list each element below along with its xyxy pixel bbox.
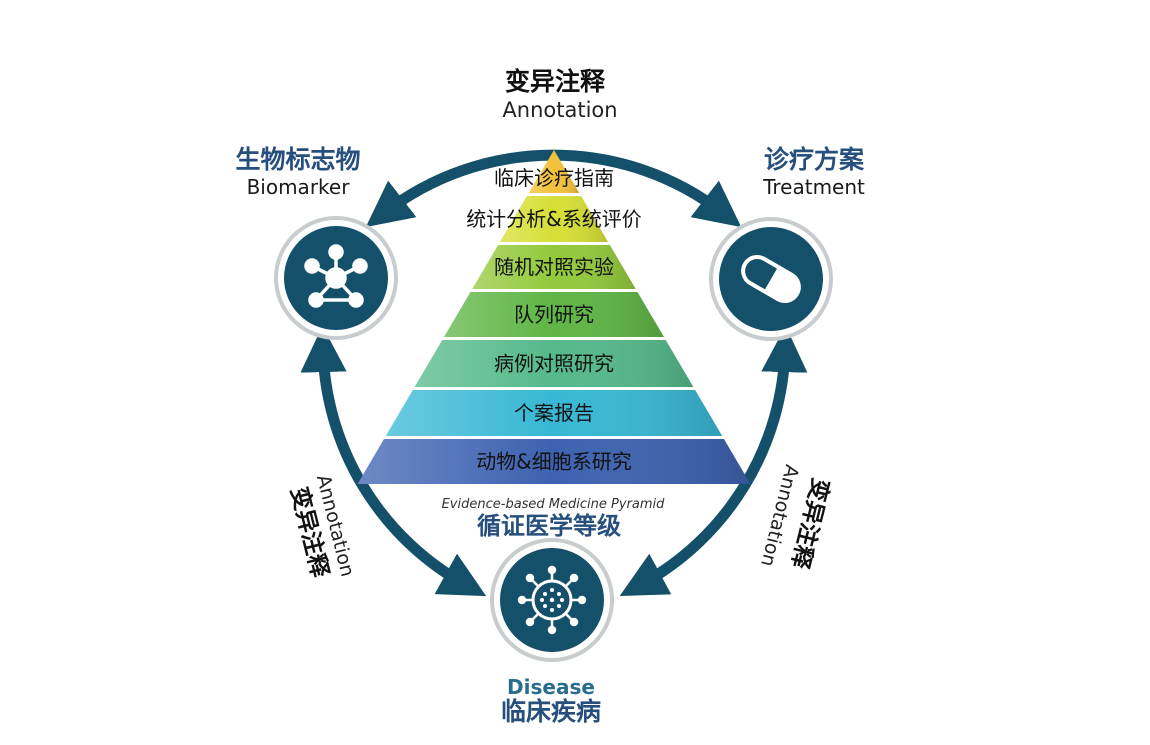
pyramid-level-label: 个案报告 [514, 401, 594, 425]
pyramid-level-label: 病例对照研究 [494, 352, 614, 376]
pyramid-level-shading [528, 150, 580, 193]
biomarker-title-en: Biomarker [247, 175, 351, 199]
pyramid-level-shading [357, 439, 751, 484]
disease-title-zh: 临床疾病 [501, 697, 601, 726]
capsule-pill-icon [741, 255, 801, 303]
pyramid-level-2: 统计分析&系统评价 [466, 196, 642, 242]
pyramid-level-shading [414, 340, 694, 387]
treatment-node: 诊疗方案 Treatment [709, 145, 865, 341]
pyramid-level-label: 临床诊疗指南 [494, 166, 614, 190]
pyramid-level-shading [472, 245, 636, 289]
pyramid-level-label: 动物&细胞系研究 [476, 450, 632, 474]
pyramid-level-5: 病例对照研究 [414, 340, 694, 387]
pyramid-level-3: 随机对照实验 [472, 245, 636, 289]
disease-title-en: Disease [507, 675, 595, 699]
pyramid-level-label: 统计分析&系统评价 [466, 207, 642, 231]
pyramid-level-1: 临床诊疗指南 [494, 150, 614, 193]
virus-icon [517, 565, 587, 635]
pyramid-level-label: 队列研究 [514, 303, 594, 327]
left-annotation: 变异注释 Annotation [285, 472, 358, 580]
left-cycle-arrow [300, 325, 487, 597]
biomarker-node: 生物标志物 Biomarker [235, 145, 398, 340]
top-annotation-en: Annotation [502, 98, 617, 122]
pyramid-level-shading [444, 292, 664, 337]
biomarker-title-zh: 生物标志物 [235, 145, 360, 174]
disease-node: Disease 临床疾病 [490, 538, 614, 726]
pyramid-level-4: 队列研究 [444, 292, 664, 337]
pyramid-level-label: 随机对照实验 [494, 255, 614, 279]
molecule-network-icon [304, 244, 368, 308]
treatment-title-en: Treatment [762, 175, 865, 199]
pyramid-level-6: 个案报告 [385, 390, 723, 436]
treatment-title-zh: 诊疗方案 [764, 145, 865, 174]
right-annotation: Annotation 变异注释 [756, 462, 834, 572]
pyramid-level-shading [385, 390, 723, 436]
pyramid-subtitle-en: Evidence-based Medicine Pyramid [442, 497, 666, 512]
pyramid-title-zh: 循证医学等级 [477, 512, 621, 540]
evidence-pyramid: 临床诊疗指南统计分析&系统评价随机对照实验队列研究病例对照研究个案报告动物&细胞… [357, 150, 751, 484]
pyramid-level-shading [499, 196, 609, 242]
top-annotation-zh: 变异注释 [505, 67, 606, 96]
right-cycle-arrow [619, 325, 808, 597]
pyramid-level-7: 动物&细胞系研究 [357, 439, 751, 484]
